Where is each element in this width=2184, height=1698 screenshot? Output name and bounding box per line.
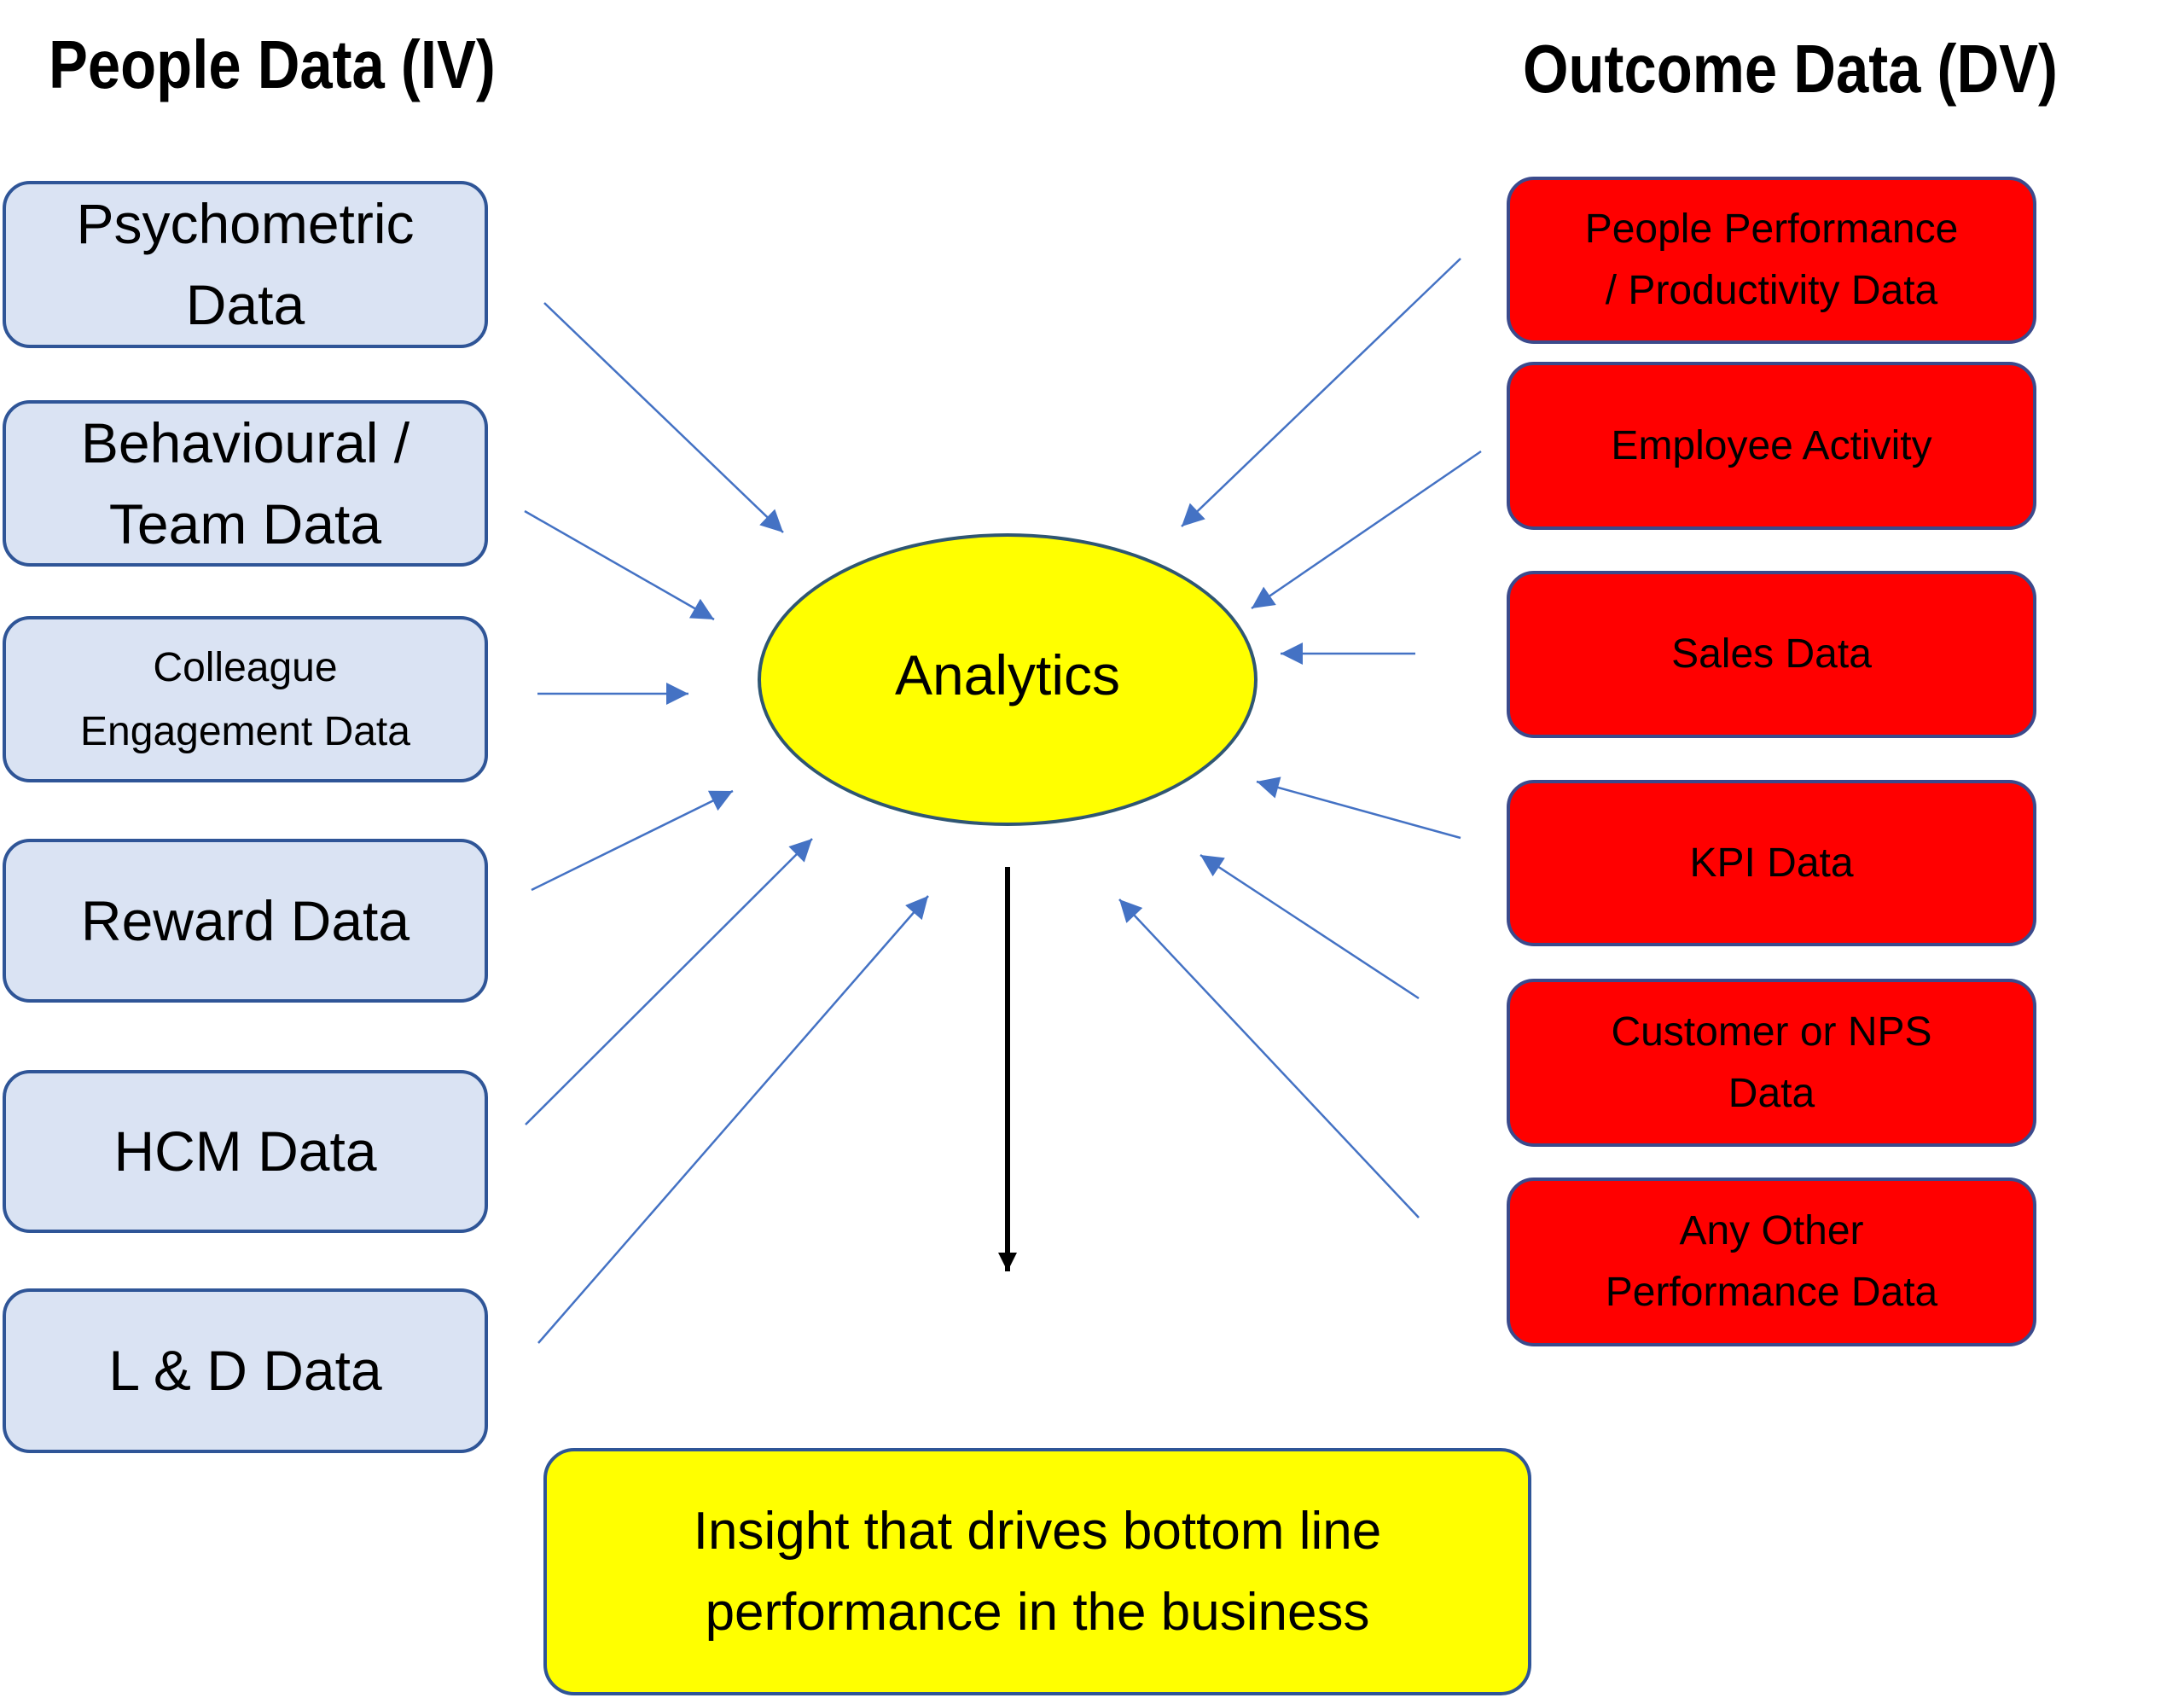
behavioural-team-data-label: Behavioural /Team Data bbox=[80, 410, 410, 555]
arrow-hcm-to-analytics bbox=[525, 838, 813, 1125]
kpi-data-label: KPI Data bbox=[1689, 840, 1854, 886]
analytics-ellipse: Analytics bbox=[758, 533, 1258, 826]
arrow-other-to-analytics bbox=[1118, 898, 1420, 1218]
people-performance-data-box: People Performance/ Productivity Data bbox=[1507, 177, 2036, 344]
sales-data-box: Sales Data bbox=[1507, 571, 2036, 738]
employee-activity-label: Employee Activity bbox=[1611, 422, 1932, 468]
arrow-kpi-to-analytics bbox=[1256, 776, 1461, 840]
people-performance-data-label: People Performance/ Productivity Data bbox=[1584, 206, 1959, 313]
l-and-d-data-label: L & D Data bbox=[108, 1339, 382, 1402]
arrow-behavioural-to-analytics bbox=[524, 509, 715, 621]
reward-data-label: Reward Data bbox=[80, 888, 410, 952]
l-and-d-data-box: L & D Data bbox=[3, 1288, 488, 1453]
kpi-data-box: KPI Data bbox=[1507, 780, 2036, 946]
arrow-activity-to-analytics bbox=[1251, 450, 1482, 610]
hcm-data-label: HCM Data bbox=[113, 1119, 377, 1183]
reward-data-box: Reward Data bbox=[3, 839, 488, 1003]
arrow-reward-to-analytics bbox=[531, 789, 734, 892]
analytics-label: Analytics bbox=[894, 643, 1121, 707]
outcome-data-heading: Outcome Data (DV) bbox=[1523, 31, 2058, 107]
arrow-psychometric-to-analytics bbox=[543, 302, 784, 533]
arrow-l-and-d-to-analytics bbox=[537, 895, 929, 1344]
behavioural-team-data-box: Behavioural /Team Data bbox=[3, 400, 488, 567]
people-data-heading: People Data (IV) bbox=[49, 26, 496, 102]
arrow-performance-to-analytics bbox=[1181, 258, 1461, 527]
sales-data-label: Sales Data bbox=[1671, 631, 1872, 677]
employee-activity-box: Employee Activity bbox=[1507, 362, 2036, 530]
hcm-data-box: HCM Data bbox=[3, 1070, 488, 1233]
arrow-customer-to-analytics bbox=[1199, 853, 1420, 1000]
